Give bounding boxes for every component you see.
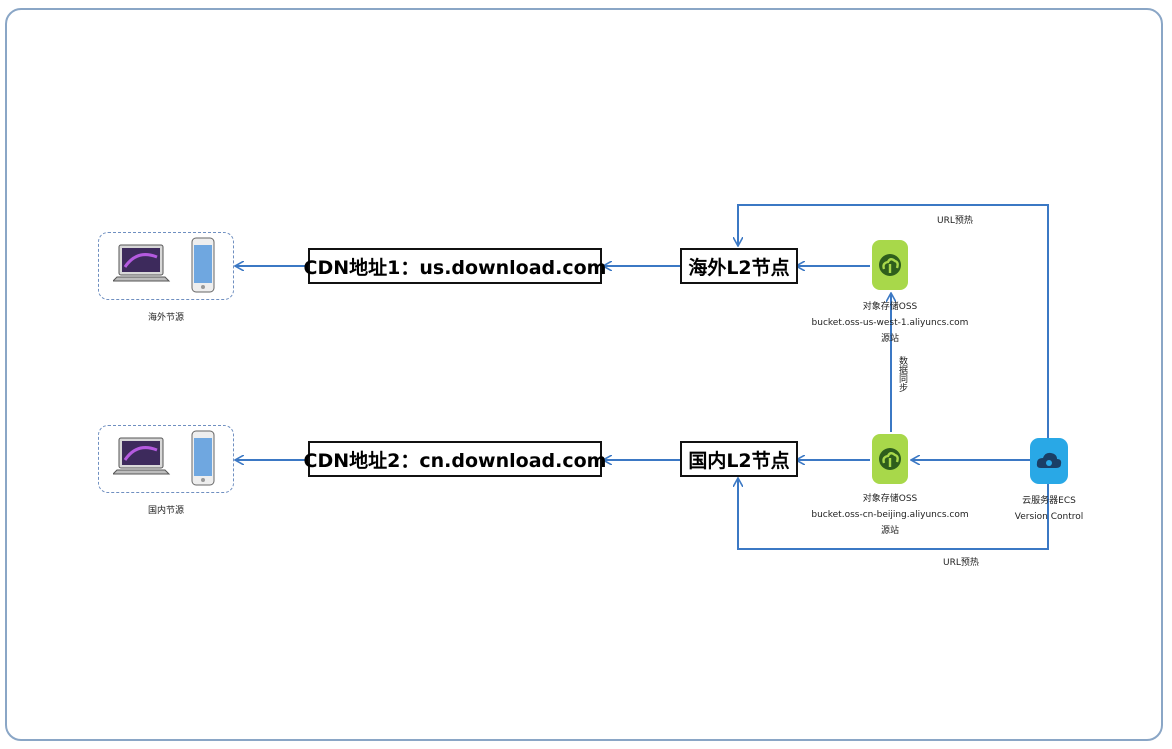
oss-us-role: 源站	[880, 334, 899, 344]
url-push-top-label: URL预热	[937, 216, 973, 226]
oss-us-bucket: bucket.oss-us-west-1.aliyuncs.com	[811, 318, 969, 328]
oss-cn-title: 对象存储OSS	[862, 494, 918, 504]
phone-icon	[191, 237, 215, 293]
oss-us-icon	[872, 240, 908, 290]
data-sync-label: 数据同步	[897, 356, 907, 392]
domestic-l2-node: 国内L2节点	[680, 441, 798, 477]
oss-us-title: 对象存储OSS	[862, 302, 918, 312]
cdn-address-1-label: CDN地址1：us.download.com	[304, 248, 606, 284]
domestic-devices-caption: 国内节源	[147, 506, 184, 516]
laptop-icon	[113, 244, 171, 282]
ecs-icon	[1030, 438, 1068, 484]
arrow-url-push-bottom	[738, 479, 1049, 550]
oss-cloud-icon	[879, 448, 901, 470]
oss-cn-bucket: bucket.oss-cn-beijing.aliyuncs.com	[811, 510, 969, 520]
laptop-icon	[113, 437, 171, 475]
ecs-subtitle: Version Control	[1014, 512, 1084, 522]
diagram-frame	[5, 8, 1163, 741]
cdn-address-2-label: CDN地址2：cn.download.com	[304, 441, 606, 477]
ecs-cloud-icon	[1036, 452, 1062, 468]
oss-cloud-icon	[879, 254, 901, 276]
overseas-l2-node: 海外L2节点	[680, 248, 798, 284]
arrow-url-push-top	[738, 204, 1049, 438]
overseas-devices-caption: 海外节源	[147, 313, 184, 323]
domestic-device-group	[98, 425, 234, 493]
url-push-bottom-label: URL预热	[943, 558, 979, 568]
oss-cn-icon	[872, 434, 908, 484]
oss-cn-role: 源站	[880, 526, 899, 536]
ecs-title: 云服务器ECS	[1022, 496, 1076, 506]
phone-icon	[191, 430, 215, 486]
overseas-device-group	[98, 232, 234, 300]
